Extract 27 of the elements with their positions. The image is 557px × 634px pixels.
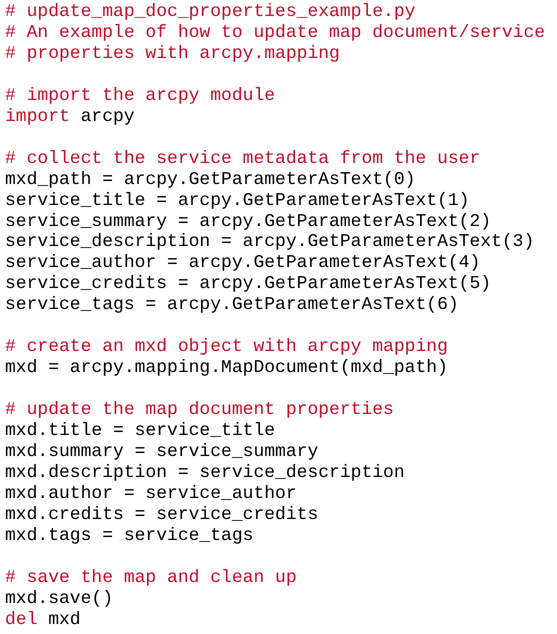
code-comment: # collect the service metadata from the user (5, 148, 480, 169)
code-line: mxd = arcpy.mapping.MapDocument(mxd_path) (5, 358, 448, 378)
code-line: mxd.description = service_description (5, 462, 405, 483)
code-comment: # An example of how to update map document/service (5, 22, 546, 43)
code-line: service_tags = arcpy.GetParameterAsText(6) (5, 295, 459, 316)
code-keyword: del (5, 610, 38, 630)
code-line: mxd_path = arcpy.GetParameterAsText(0) (5, 170, 416, 190)
code-line: mxd.title = service_title (5, 421, 276, 441)
code-comment: # update_map_doc_properties_example.py (5, 2, 416, 22)
code-comment: # create an mxd object with arcpy mapping (5, 337, 448, 358)
code-line: service_author = arcpy.GetParameterAsText(4) (5, 253, 480, 274)
code-keyword: import (5, 106, 70, 127)
code-line: mxd.credits = service_credits (5, 504, 318, 525)
code-comment: # import the arcpy module (5, 86, 276, 106)
code-line: service_title = arcpy.GetParameterAsText(1) (5, 190, 470, 211)
code-line: mxd.save() (5, 588, 114, 609)
code-line: arcpy (80, 106, 135, 127)
code-comment: # save the map and clean up (5, 568, 297, 588)
code-line: service_credits = arcpy.GetParameterAsText(5) (5, 274, 492, 294)
code-line: service_description = arcpy.GetParameterAsText(3) (5, 232, 534, 252)
code-line: mxd.tags = service_tags (5, 526, 254, 546)
code-line: mxd.summary = service_summary (5, 442, 318, 462)
code-line: mxd.author = service_author (5, 484, 297, 504)
code-comment: # update the map document properties (5, 400, 394, 420)
code-line: mxd (48, 610, 81, 630)
code-line: service_summary = arcpy.GetParameterAsText(2) (5, 212, 492, 232)
code-comment: # properties with arcpy.mapping (5, 44, 340, 64)
